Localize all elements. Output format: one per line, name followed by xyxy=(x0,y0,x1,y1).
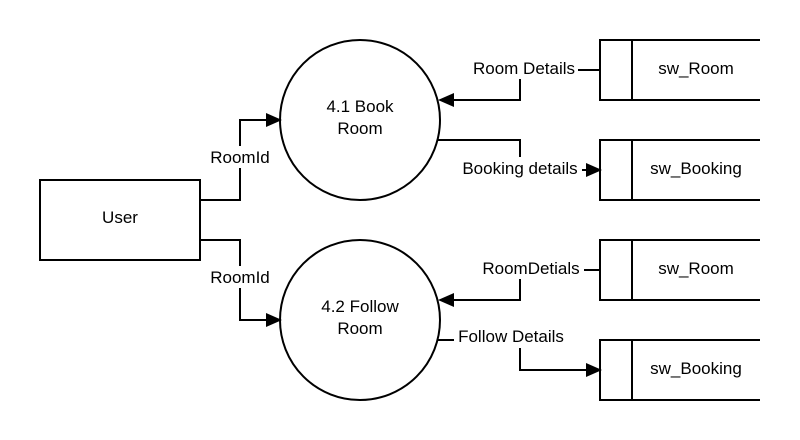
flow-room-to-follow-room-label: RoomDetials xyxy=(482,259,579,278)
data-store-booking-2-label: sw_Booking xyxy=(650,359,742,378)
data-store-booking-2[interactable]: sw_Booking xyxy=(599,339,760,401)
flow-follow-room-to-booking-label: Follow Details xyxy=(458,327,564,346)
data-store-booking-1-label: sw_Booking xyxy=(650,159,742,178)
process-book-room[interactable]: 4.1 Book Room xyxy=(279,39,441,201)
data-store-booking-1[interactable]: sw_Booking xyxy=(599,139,760,201)
data-store-room-2-label: sw_Room xyxy=(658,259,734,278)
entity-user-label: User xyxy=(102,208,138,227)
arrowhead xyxy=(438,93,454,107)
flow-follow-room-to-booking[interactable]: Follow Details xyxy=(437,326,602,377)
flow-room-to-follow-room[interactable]: RoomDetials xyxy=(438,257,600,307)
process-follow-room-line2: Room xyxy=(337,319,382,338)
flow-book-room-to-booking[interactable]: Booking details xyxy=(437,139,602,179)
data-store-room-2[interactable]: sw_Room xyxy=(599,239,760,301)
entity-user[interactable]: User xyxy=(39,179,201,261)
process-book-room-line1: 4.1 Book xyxy=(326,97,394,116)
flow-room-to-book-room-label: Room Details xyxy=(473,59,575,78)
flow-user-to-book-room-label: RoomId xyxy=(210,148,270,167)
flow-user-to-book-room[interactable]: RoomId xyxy=(200,113,282,201)
process-follow-room-line1: 4.2 Follow xyxy=(321,297,399,316)
arrowhead xyxy=(438,293,454,307)
arrowhead xyxy=(266,313,282,327)
arrowhead xyxy=(586,163,602,177)
flow-user-to-follow-room[interactable]: RoomId xyxy=(200,239,282,327)
arrowhead xyxy=(266,113,282,127)
arrowhead xyxy=(586,363,602,377)
flow-room-to-book-room[interactable]: Room Details xyxy=(438,57,600,107)
process-follow-room[interactable]: 4.2 Follow Room xyxy=(279,239,441,401)
data-store-room-1-label: sw_Room xyxy=(658,59,734,78)
flow-user-to-follow-room-label: RoomId xyxy=(210,268,270,287)
flow-book-room-to-booking-label: Booking details xyxy=(462,159,577,178)
data-store-room-1[interactable]: sw_Room xyxy=(599,39,760,101)
process-book-room-line2: Room xyxy=(337,119,382,138)
